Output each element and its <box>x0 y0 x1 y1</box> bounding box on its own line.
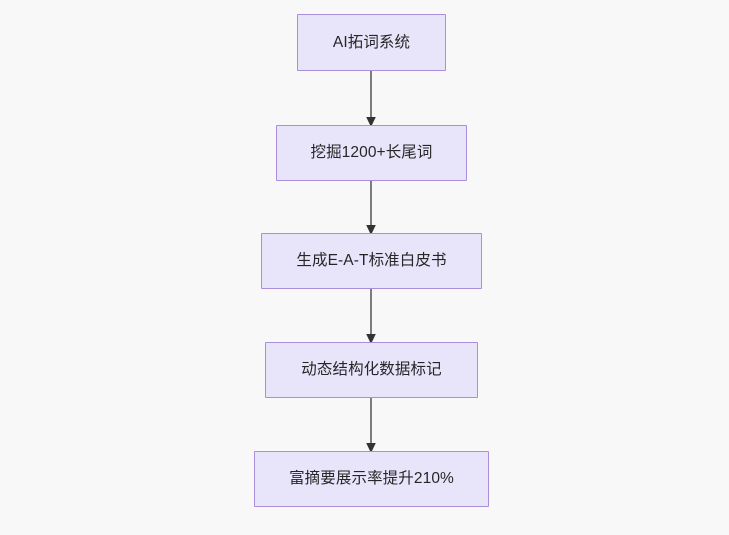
flow-node-label: 挖掘1200+长尾词 <box>310 144 433 162</box>
flow-node-dynamic-structured-data-markup[interactable]: 动态结构化数据标记 <box>265 342 478 398</box>
flow-node-mine-longtail-keywords[interactable]: 挖掘1200+长尾词 <box>276 125 467 181</box>
flow-edge-n2-n3 <box>366 180 376 235</box>
flow-node-label: AI拓词系统 <box>332 33 411 51</box>
flow-edge-n1-n2 <box>366 70 376 127</box>
arrowhead-down-icon <box>366 334 376 344</box>
flow-edge-n4-n5 <box>366 397 376 453</box>
arrowhead-down-icon <box>366 117 376 127</box>
arrowhead-down-icon <box>366 225 376 235</box>
flow-node-label: 生成E-A-T标准白皮书 <box>296 252 447 270</box>
flow-node-generate-eat-whitepaper[interactable]: 生成E-A-T标准白皮书 <box>261 233 482 289</box>
flow-node-label: 动态结构化数据标记 <box>301 361 442 379</box>
flow-node-rich-snippet-impression-uplift[interactable]: 富摘要展示率提升210% <box>254 451 489 507</box>
flow-node-label: 富摘要展示率提升210% <box>289 470 454 488</box>
arrowhead-down-icon <box>366 443 376 453</box>
flow-edge-n3-n4 <box>366 288 376 344</box>
flow-node-ai-keyword-system[interactable]: AI拓词系统 <box>297 14 446 71</box>
